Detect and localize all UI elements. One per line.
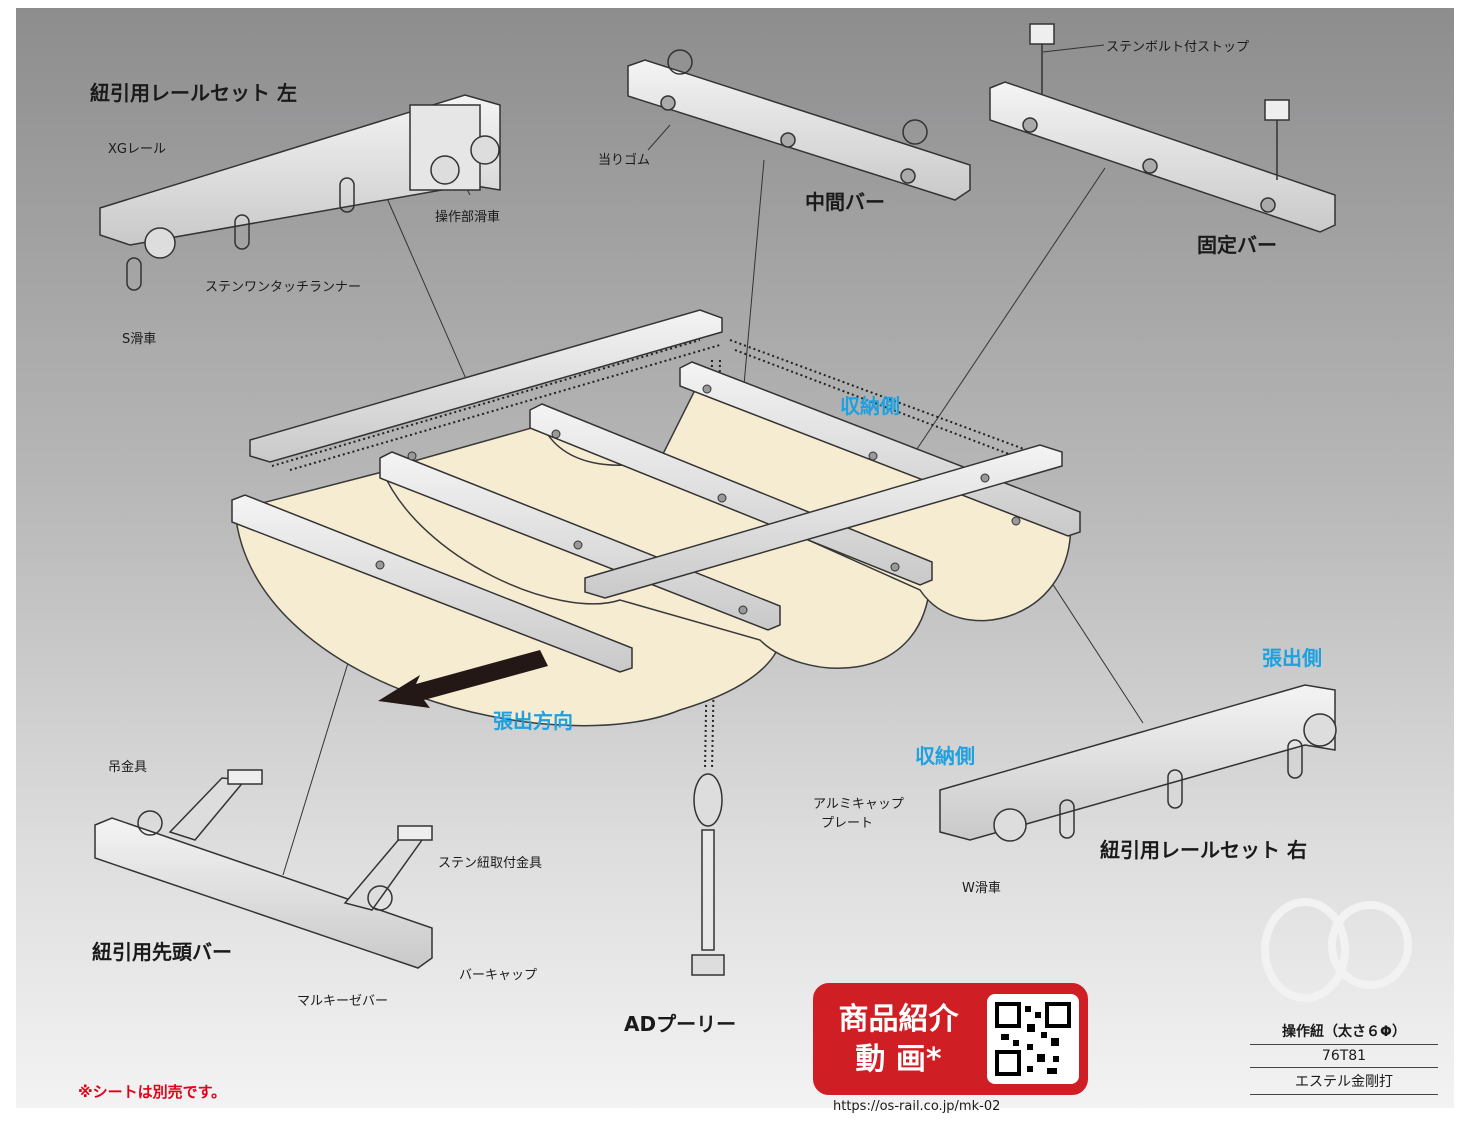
cord-code: 76T81: [1250, 1045, 1438, 1068]
label-storage-side-right: 収納側: [915, 744, 975, 768]
label-sten-cord-fitting: ステン紐取付金具: [438, 856, 543, 871]
cord-type: エステル金剛打: [1250, 1068, 1438, 1095]
label-extend-direction: 張出方向: [493, 709, 573, 733]
note-sheet-sold-separately: ※シートは別売です。: [78, 1083, 227, 1101]
lead-bar-part: [94, 769, 433, 969]
label-xg-rail: XGレール: [108, 142, 166, 157]
label-alumi-cap-1: アルミキャップ: [813, 797, 904, 812]
title-fixed-bar: 固定バー: [1197, 233, 1277, 257]
left-rail-set: [99, 94, 501, 291]
title-middle-bar: 中間バー: [805, 190, 885, 214]
label-sten-bolt-stop: ステンボルト付ストップ: [1106, 40, 1250, 55]
title-lead-bar: 紐引用先頭バー: [92, 940, 232, 964]
label-extend-side: 張出側: [1262, 646, 1322, 670]
video-link-box[interactable]: 商品紹介 動 画*: [813, 983, 1088, 1095]
video-title-line1: 商品紹介: [838, 1002, 959, 1037]
right-rail-set: [939, 684, 1337, 842]
video-url[interactable]: https://os-rail.co.jp/mk-02: [833, 1099, 1001, 1114]
label-bar-cap: バーキャップ: [459, 968, 538, 983]
video-title-line2: 動 画*: [855, 1042, 942, 1077]
label-op-pulley: 操作部滑車: [435, 210, 501, 225]
direction-arrow: [378, 650, 548, 708]
label-marukiize-bar: マルキーゼバー: [297, 994, 389, 1009]
label-storage-side-top: 収納側: [840, 394, 900, 418]
label-stopper-rubber: 当りゴム: [598, 153, 651, 168]
cord-name: 操作紐（太さ６Φ）: [1250, 1018, 1438, 1045]
title-ad-pulley: ADプーリー: [624, 1012, 737, 1036]
label-w-pulley: W滑車: [962, 881, 1001, 896]
label-sten-runner: ステンワンタッチランナー: [205, 280, 362, 295]
label-alumi-cap-2: プレート: [821, 816, 874, 831]
label-hanger: 吊金具: [108, 760, 148, 775]
title-rail-set-left: 紐引用レールセット 左: [90, 81, 297, 105]
label-s-pulley: S滑車: [122, 332, 157, 347]
title-rail-set-right: 紐引用レールセット 右: [1100, 838, 1307, 862]
middle-bar-part: [627, 49, 971, 201]
sheet: [234, 379, 1072, 727]
qr-code-icon[interactable]: [987, 994, 1079, 1084]
cord-spec-table: 操作紐（太さ６Φ） 76T81 エステル金剛打: [1250, 1018, 1438, 1095]
bolts: [375, 384, 1021, 615]
cord-coil-image: [1261, 898, 1412, 1002]
ad-pulley-part: [691, 773, 725, 976]
fixed-bar-part: [989, 23, 1336, 233]
